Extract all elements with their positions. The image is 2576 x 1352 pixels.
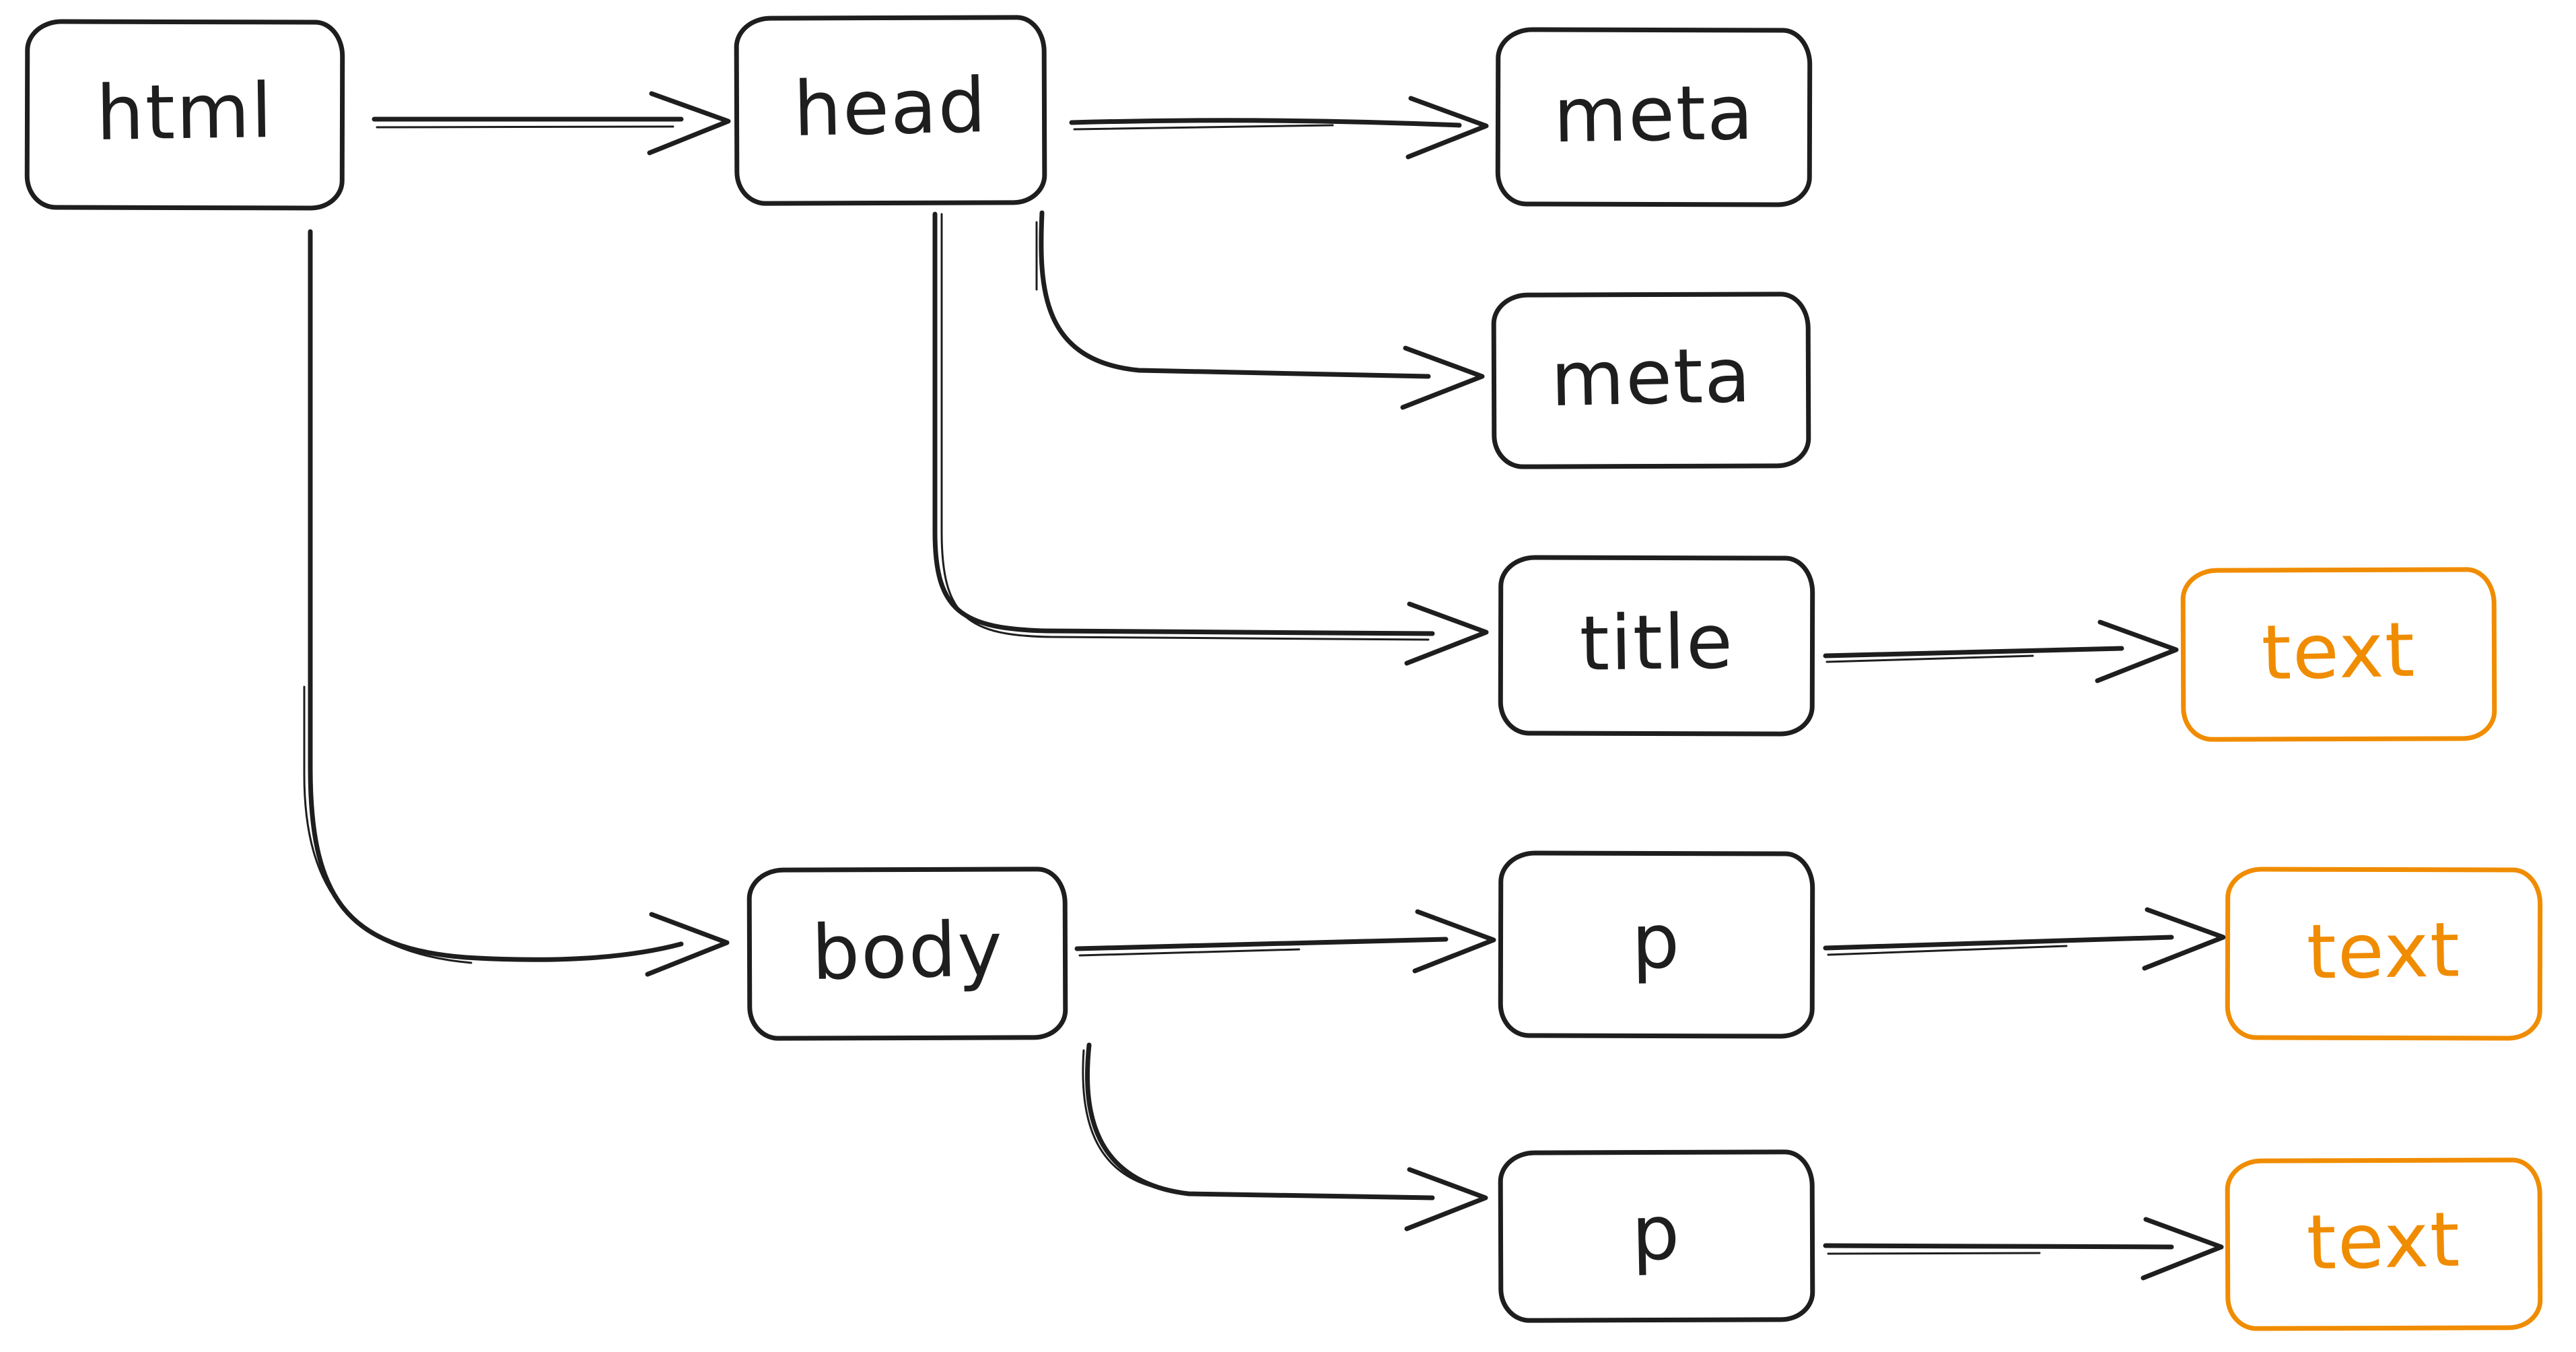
edge-body-p-1 [1074, 909, 1496, 974]
node-text-title: text [2180, 567, 2497, 742]
node-text-p-2: text [2225, 1157, 2543, 1331]
edge-title-text-title [1823, 619, 2179, 683]
node-meta-1: meta [1495, 27, 1813, 207]
node-p-2: p [1498, 1149, 1815, 1323]
node-text-title-label: text [2260, 606, 2417, 698]
edge-head-title [932, 211, 1489, 666]
node-meta-2-label: meta [1550, 331, 1753, 424]
edge-head-meta-2 [1035, 210, 1485, 410]
edge-head-meta-1 [1069, 96, 1489, 160]
node-meta-2: meta [1491, 292, 1811, 469]
node-title-label: title [1578, 598, 1735, 688]
node-html-label: html [95, 67, 274, 158]
node-p-1-label: p [1631, 898, 1682, 986]
node-title: title [1498, 555, 1815, 737]
node-p-1: p [1498, 850, 1815, 1039]
edge-html-head [372, 91, 731, 156]
node-html: html [24, 19, 345, 211]
edge-p-2-text-p-2 [1823, 1217, 2224, 1281]
node-body-label: body [810, 905, 1004, 997]
node-p-2-label: p [1631, 1189, 1682, 1278]
node-text-p-1-label: text [2305, 906, 2462, 996]
node-meta-1-label: meta [1552, 69, 1755, 160]
node-head-label: head [792, 62, 989, 154]
edge-body-p-2 [1082, 1042, 1488, 1231]
edge-p-1-text-p-1 [1823, 907, 2226, 971]
node-head: head [734, 15, 1047, 206]
node-text-p-2-label: text [2305, 1196, 2462, 1287]
node-body: body [746, 867, 1068, 1041]
edge-html-body [303, 229, 730, 977]
node-text-p-1: text [2225, 867, 2543, 1041]
